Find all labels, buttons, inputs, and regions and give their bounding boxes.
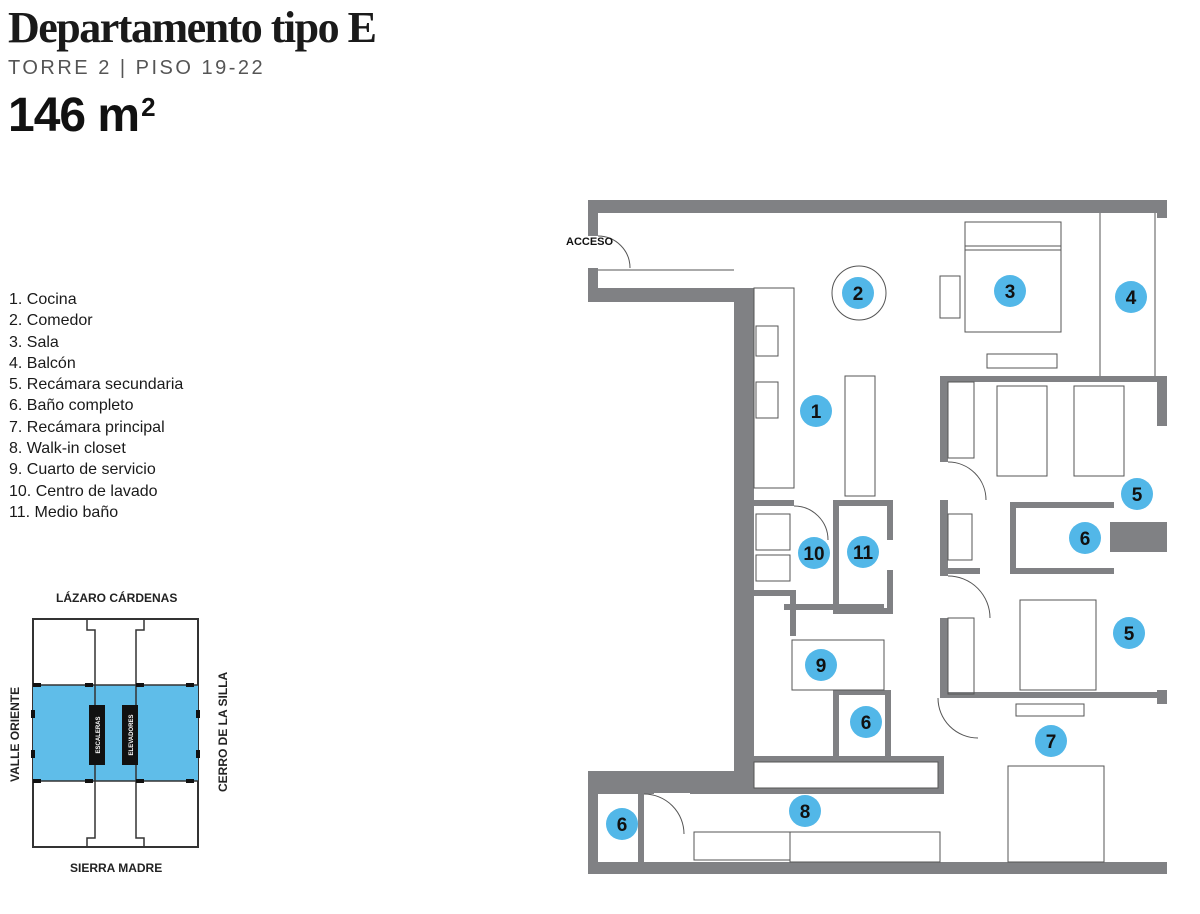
room-markers: 2 3 4 1 5 10 11 6 5 9 6 7 8 6 (606, 275, 1153, 840)
room-marker-9 (805, 649, 837, 681)
plan-fixtures (597, 213, 1156, 863)
legend-item: 1. Cocina (9, 291, 77, 308)
street-right-label: CERRO DE LA SILLA (216, 671, 230, 792)
floor-plan: ACCESO 2 3 4 1 5 10 11 6 5 9 6 7 8 6 (560, 195, 1175, 890)
room-marker-6 (606, 808, 638, 840)
area-number: 146 m (8, 89, 140, 142)
room-marker-label: 6 (617, 815, 628, 836)
room-marker-label: 7 (1046, 732, 1057, 753)
room-marker-label: 5 (1124, 624, 1135, 645)
legend-item: 4. Balcón (9, 354, 76, 372)
room-marker-label: 1 (811, 402, 822, 423)
plan-walls (588, 200, 1167, 874)
room-marker-11 (847, 536, 879, 568)
stairs-label: ESCALERAS (96, 716, 102, 753)
legend-item: 9. Cuarto de servicio (9, 461, 156, 479)
page-title: Departamento tipo E (8, 3, 377, 52)
room-marker-10 (798, 537, 830, 569)
room-marker-3 (994, 275, 1026, 307)
room-marker-5 (1113, 617, 1145, 649)
legend-item: 2. Comedor (9, 312, 93, 330)
room-marker-label: 6 (1080, 529, 1091, 550)
plan-labels: ACCESO (566, 236, 614, 248)
room-marker-7 (1035, 725, 1067, 757)
room-legend: 1. Cocina 2. Comedor 3. Sala 4. Balcón 5… (9, 289, 183, 523)
room-marker-6 (1069, 522, 1101, 554)
room-marker-label: 4 (1126, 288, 1137, 309)
room-marker-label: 8 (800, 802, 811, 823)
subtitle: TORRE 2 | PISO 19-22 (8, 57, 266, 79)
room-marker-6 (850, 706, 882, 738)
area-value: 146 m2 (8, 88, 156, 143)
legend-item: 3. Sala (9, 333, 59, 351)
room-marker-label: 11 (853, 543, 874, 564)
room-marker-label: 5 (1132, 485, 1143, 506)
room-marker-2 (842, 277, 874, 309)
legend-item: 7. Recámara principal (9, 418, 165, 436)
room-marker-8 (789, 795, 821, 827)
elevators-label: ELEVADORES (129, 715, 135, 756)
street-bottom-label: SIERRA MADRE (70, 861, 163, 875)
access-label: ACCESO (566, 236, 614, 248)
legend-item: 6. Baño completo (9, 397, 134, 415)
elevators-core (122, 705, 138, 765)
room-marker-label: 3 (1005, 282, 1016, 303)
room-marker-label: 9 (816, 656, 827, 677)
street-top-label: LÁZARO CÁRDENAS (56, 591, 178, 605)
legend-item: 8. Walk-in closet (9, 440, 126, 458)
area-unit-superscript: 2 (141, 92, 156, 122)
room-marker-label: 2 (853, 284, 864, 305)
room-marker-label: 10 (803, 544, 824, 565)
stairs-core (89, 705, 105, 765)
legend-item: 10. Centro de lavado (9, 482, 158, 500)
site-plan-drawing: ESCALERAS ELEVADORES (31, 618, 200, 848)
room-marker-label: 6 (861, 713, 872, 734)
room-marker-5 (1121, 478, 1153, 510)
highlighted-floor-zone (33, 685, 198, 781)
floor-plan-drawing: ACCESO 2 3 4 1 5 10 11 6 5 9 6 7 8 6 (566, 200, 1167, 874)
room-marker-1 (800, 395, 832, 427)
room-marker-4 (1115, 281, 1147, 313)
legend-item: 5. Recámara secundaria (9, 376, 184, 394)
legend-item: 11. Medio baño (9, 503, 119, 521)
